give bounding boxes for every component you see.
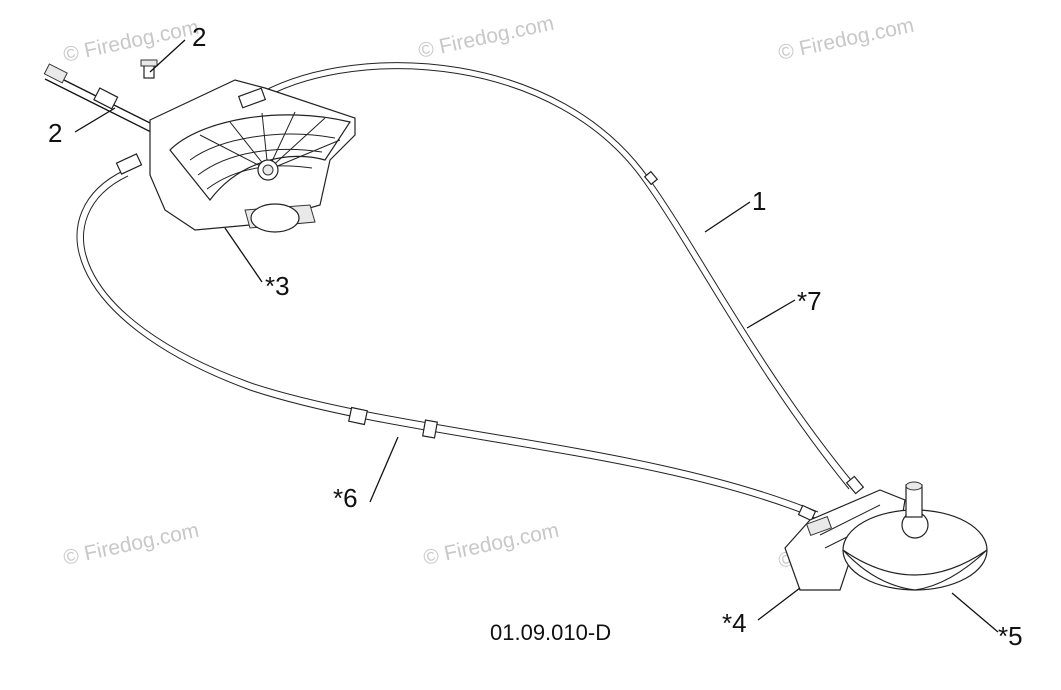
callout-7: *7 <box>797 286 822 316</box>
watermark: © Firedog.com <box>776 14 916 65</box>
callouts: 1 *7 2 2 *3 *6 *4 *5 <box>48 22 1023 651</box>
callout-2-top: 2 <box>192 22 206 52</box>
watermarks: © Firedog.com © Firedog.com © Firedog.co… <box>61 12 916 573</box>
cable-6 <box>76 169 819 522</box>
callout-3: *3 <box>265 271 290 301</box>
cable-7 <box>261 62 865 495</box>
callout-6: *6 <box>333 483 358 513</box>
callout-5: *5 <box>998 621 1023 651</box>
watermark: © Firedog.com <box>421 519 561 570</box>
callout-1: 1 <box>752 186 766 216</box>
diagram-code: 01.09.010-D <box>490 620 611 645</box>
callout-2-left: 2 <box>48 118 62 148</box>
idler-assembly <box>784 481 988 591</box>
watermark: © Firedog.com <box>61 519 201 570</box>
control-assembly <box>43 59 356 233</box>
callout-4: *4 <box>722 608 747 638</box>
leader-lines <box>74 39 999 633</box>
watermark: © Firedog.com <box>61 16 201 67</box>
watermark: © Firedog.com <box>416 12 556 63</box>
